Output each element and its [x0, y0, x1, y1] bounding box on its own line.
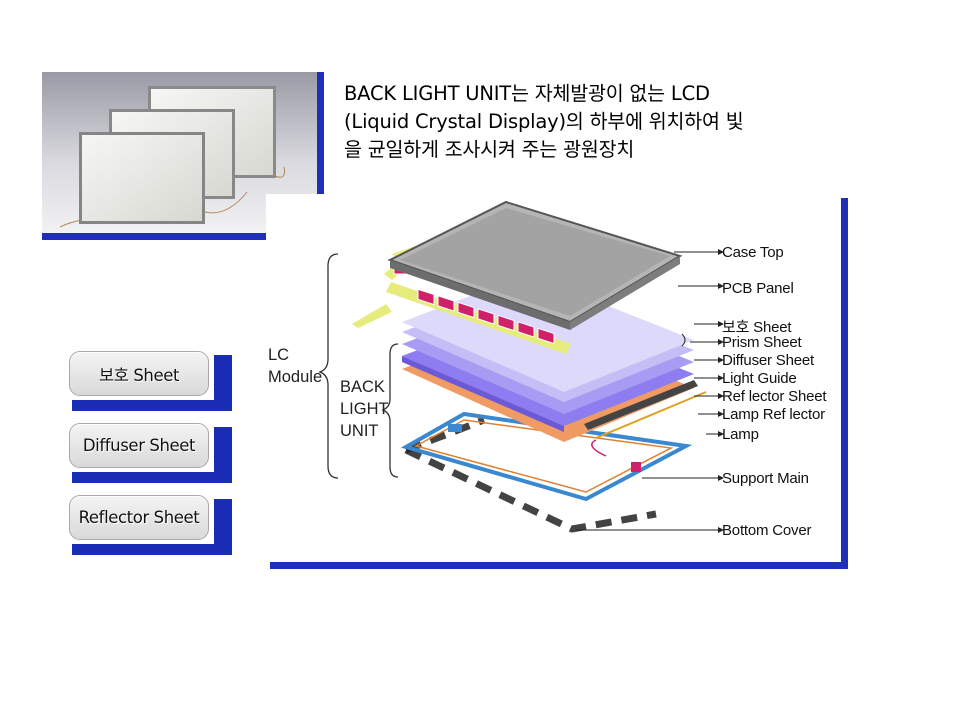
callout-case-top: Case Top	[722, 244, 784, 261]
diffuser-sheet-button-label: Diffuser Sheet	[69, 423, 209, 468]
description-text: BACK LIGHT UNIT는 자체발광이 없는 LCD (Liquid Cr…	[344, 80, 864, 164]
description-line-1: BACK LIGHT UNIT는 자체발광이 없는 LCD	[344, 82, 710, 105]
backlight-unit-brace	[381, 343, 399, 478]
callout-prism-sheet: Prism Sheet	[722, 334, 802, 351]
backlight-panels-photo	[42, 72, 317, 233]
callout-reflector-sheet: Ref lector Sheet	[722, 388, 827, 405]
lc-module-label-line2: Module	[268, 368, 323, 386]
callout-lamp: Lamp	[722, 426, 759, 443]
lamp-layer	[595, 391, 707, 439]
callout-pcb-panel: PCB Panel	[722, 280, 794, 297]
lc-module-label-line1: LC	[268, 346, 290, 364]
backlight-unit-label: BACK LIGHT UNIT	[340, 376, 389, 442]
callout-lamp-reflector: Lamp Ref lector	[722, 406, 825, 423]
description-line-2: (Liquid Crystal Display)의 하부에 위치하여 빛	[344, 110, 744, 133]
callout-protect-sheet: 보호 Sheet	[722, 319, 792, 336]
backlight-unit-label-line2: LIGHT	[340, 400, 389, 418]
case-top-layer	[387, 200, 683, 330]
reflector-sheet-button-label: Reflector Sheet	[69, 495, 209, 540]
backlight-unit-label-line1: BACK	[340, 378, 385, 396]
protect-sheet-button-label: 보호 Sheet	[69, 351, 209, 396]
reflector-sheet-button[interactable]: Reflector Sheet	[66, 492, 214, 544]
callout-diffuser-sheet: Diffuser Sheet	[722, 352, 814, 369]
backlight-exploded-diagram: LC Module BACK LIGHT UNIT Case Top PCB P…	[266, 194, 841, 562]
lamp-reflector-layer	[584, 380, 698, 430]
support-main-layer	[400, 411, 693, 502]
description-line-3: 을 균일하게 조사시켜 주는 광원장치	[344, 138, 635, 161]
diffuser-sheet-button[interactable]: Diffuser Sheet	[66, 420, 214, 472]
callout-bottom-cover: Bottom Cover	[722, 522, 812, 539]
callout-light-guide: Light Guide	[722, 370, 797, 387]
callout-support-main: Support Main	[722, 470, 809, 487]
lc-module-label: LC Module	[268, 344, 322, 388]
backlight-unit-label-line3: UNIT	[340, 422, 379, 440]
protect-sheet-button[interactable]: 보호 Sheet	[66, 348, 214, 400]
lc-module-brace	[318, 253, 339, 479]
